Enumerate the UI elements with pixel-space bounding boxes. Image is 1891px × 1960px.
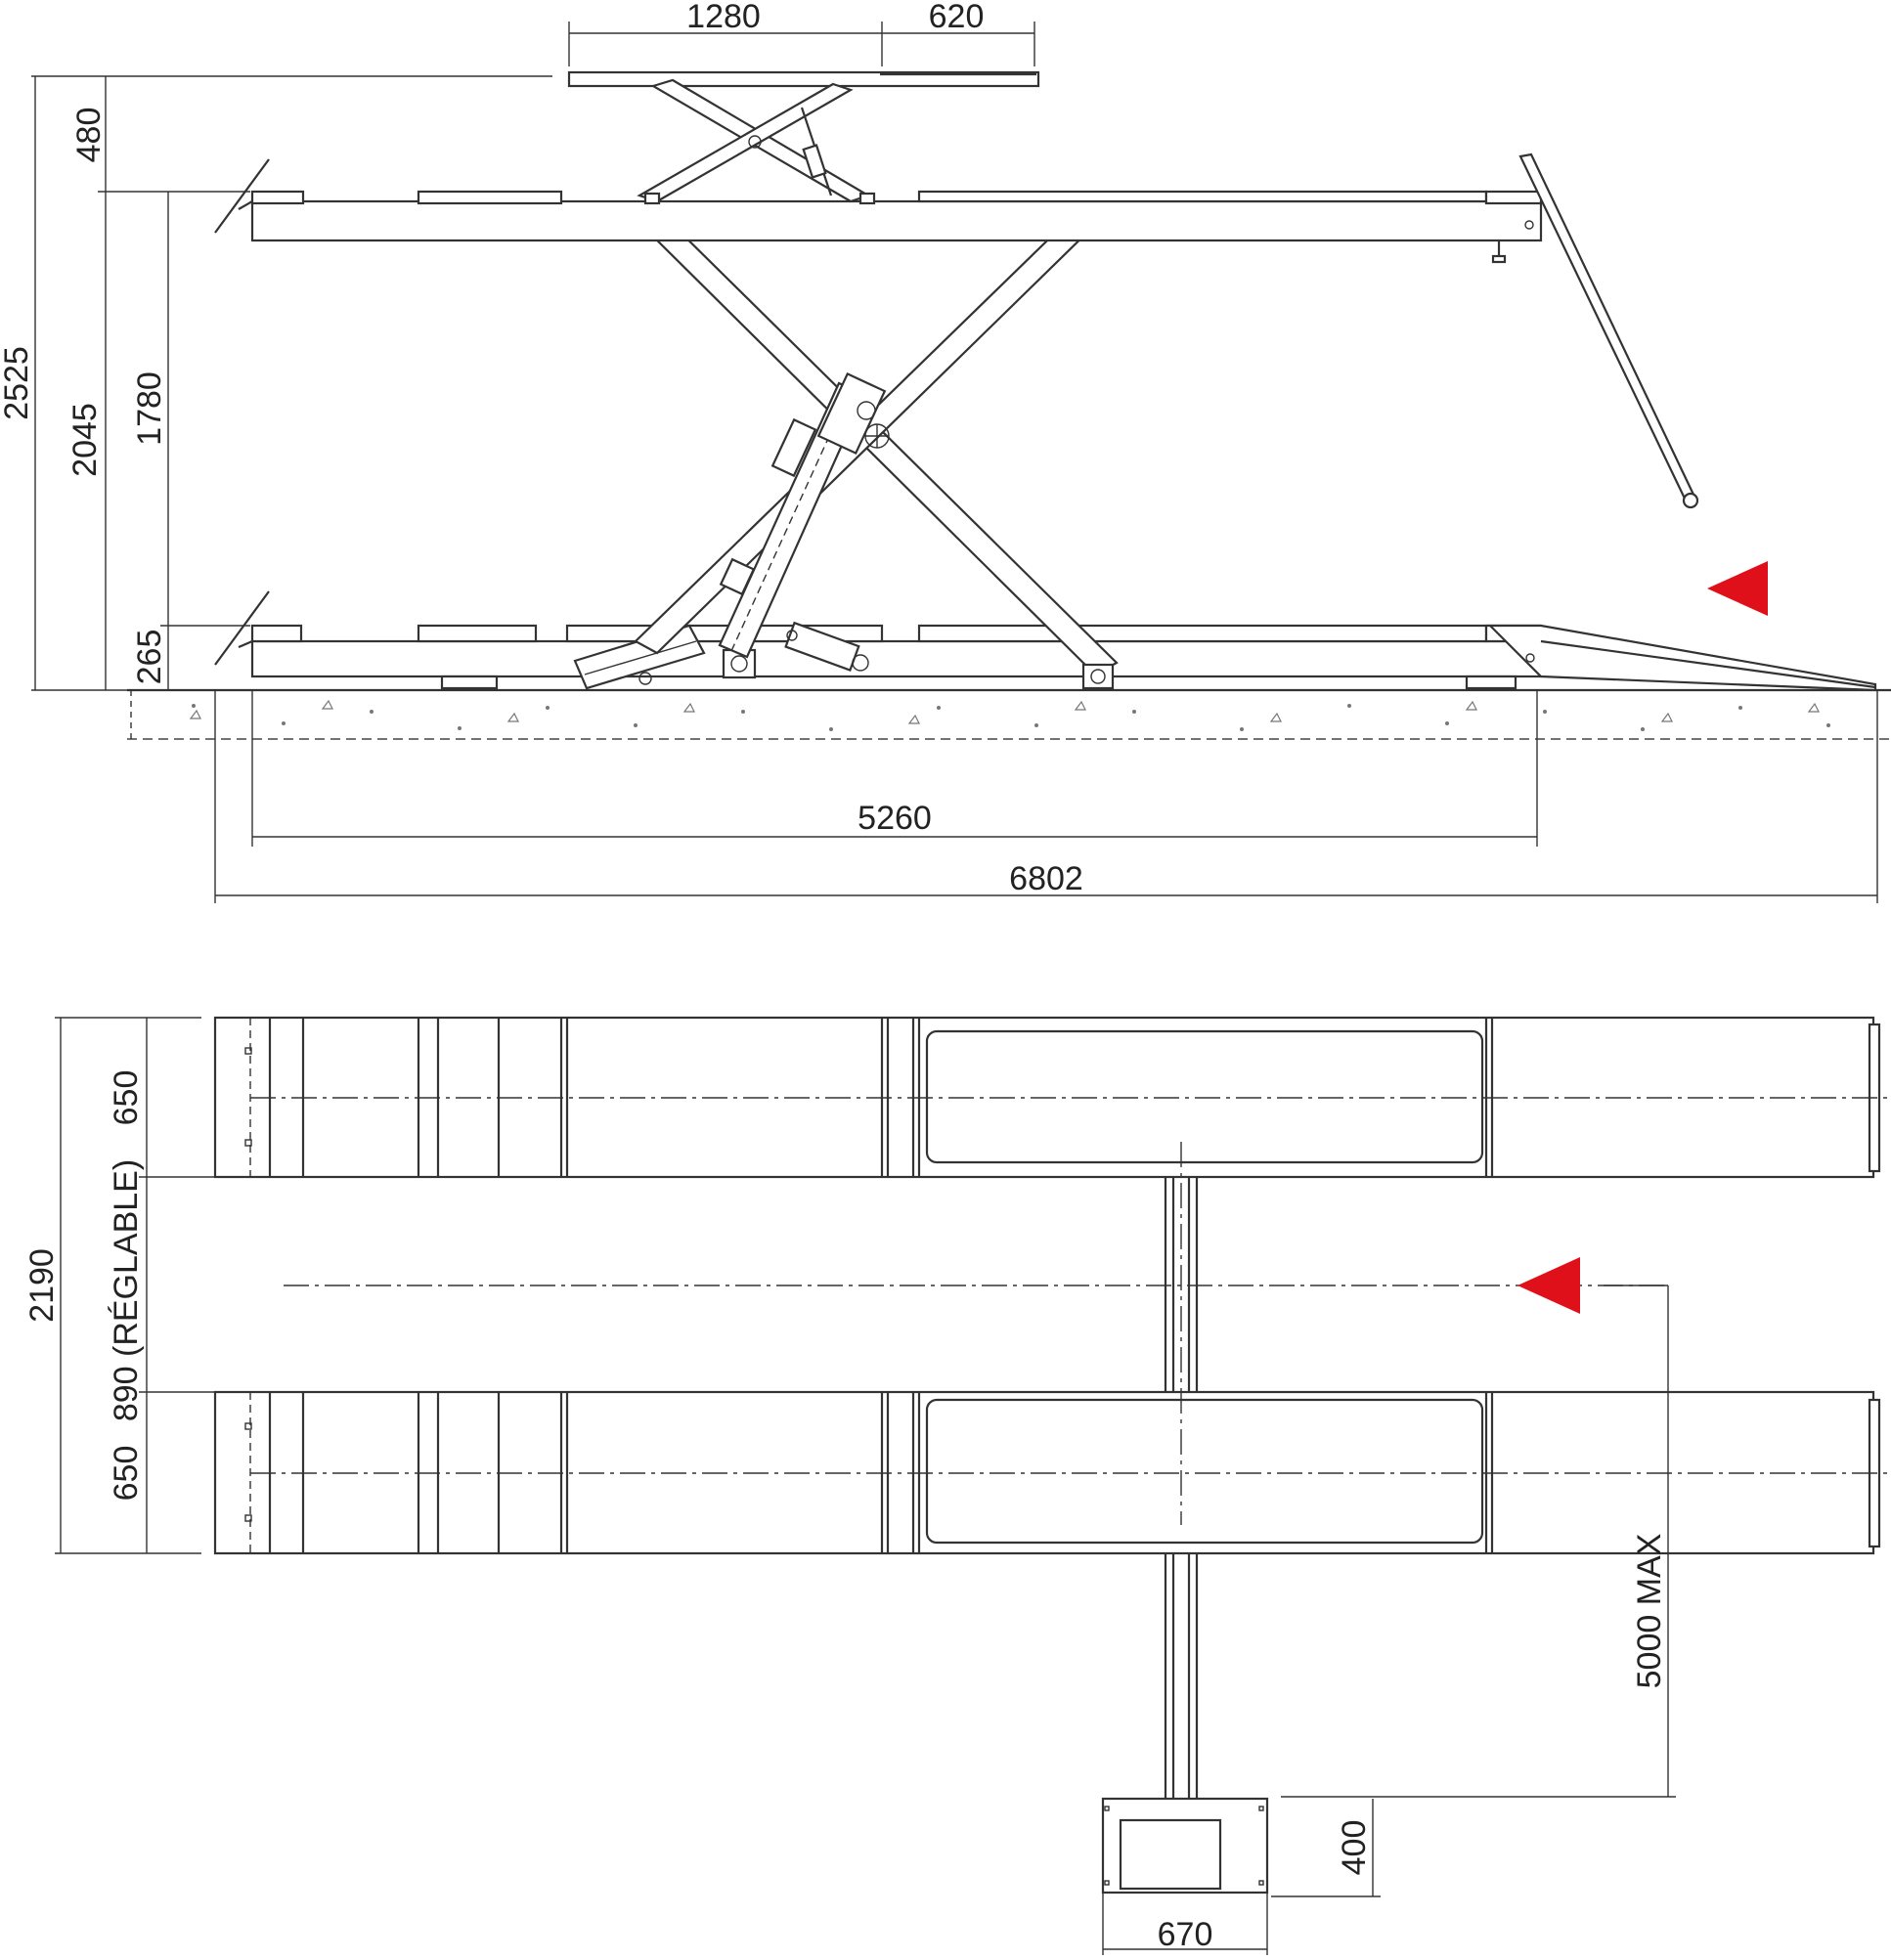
dim-650-bottom: 650 bbox=[108, 1446, 145, 1502]
dim-620: 620 bbox=[929, 0, 985, 35]
lower-runway bbox=[214, 590, 1543, 690]
jacking-beam bbox=[567, 70, 1040, 205]
dim-1780: 1780 bbox=[131, 371, 168, 446]
dim-6802: 6802 bbox=[1009, 860, 1083, 897]
plan-view-dimensions: 2190 650 890 (RÉGLABLE) 650 5000 MAX 400… bbox=[23, 1017, 1676, 1955]
side-view: 1280 620 480 2525 2045 1780 265 5260 680… bbox=[0, 0, 1891, 903]
drive-direction-arrow-icon bbox=[1707, 561, 1768, 616]
dim-890-adjustable: 890 (RÉGLABLE) bbox=[108, 1159, 145, 1421]
scissor-mechanism bbox=[634, 205, 1119, 690]
plan-view: 2190 650 890 (RÉGLABLE) 650 5000 MAX 400… bbox=[23, 1016, 1887, 1955]
dim-1280: 1280 bbox=[686, 0, 761, 35]
dim-5260: 5260 bbox=[858, 800, 932, 837]
dim-2190: 2190 bbox=[23, 1248, 61, 1323]
side-view-dimensions: 1280 620 480 2525 2045 1780 265 5260 680… bbox=[0, 0, 1878, 903]
runway-top bbox=[213, 1016, 1887, 1179]
dim-2045: 2045 bbox=[66, 403, 104, 477]
dim-480: 480 bbox=[70, 108, 108, 163]
dim-265: 265 bbox=[131, 630, 168, 685]
upper-runway bbox=[214, 158, 1543, 264]
lowered-cylinder-assembly bbox=[573, 621, 869, 690]
main-cylinder bbox=[718, 371, 887, 659]
lower-ramp bbox=[1487, 624, 1877, 692]
ground-slab bbox=[127, 688, 1891, 740]
runway-bottom bbox=[213, 1390, 1887, 1555]
upper-ramp bbox=[1518, 152, 1699, 509]
drive-direction-arrow-icon bbox=[1517, 1257, 1580, 1314]
dim-650-top: 650 bbox=[108, 1070, 145, 1126]
dim-5000-max: 5000 MAX bbox=[1631, 1534, 1668, 1689]
dim-2525: 2525 bbox=[0, 346, 35, 420]
control-console bbox=[1101, 1797, 1269, 1895]
dim-670: 670 bbox=[1158, 1916, 1213, 1953]
dim-400: 400 bbox=[1336, 1820, 1373, 1876]
hose-run bbox=[1164, 1142, 1199, 1799]
